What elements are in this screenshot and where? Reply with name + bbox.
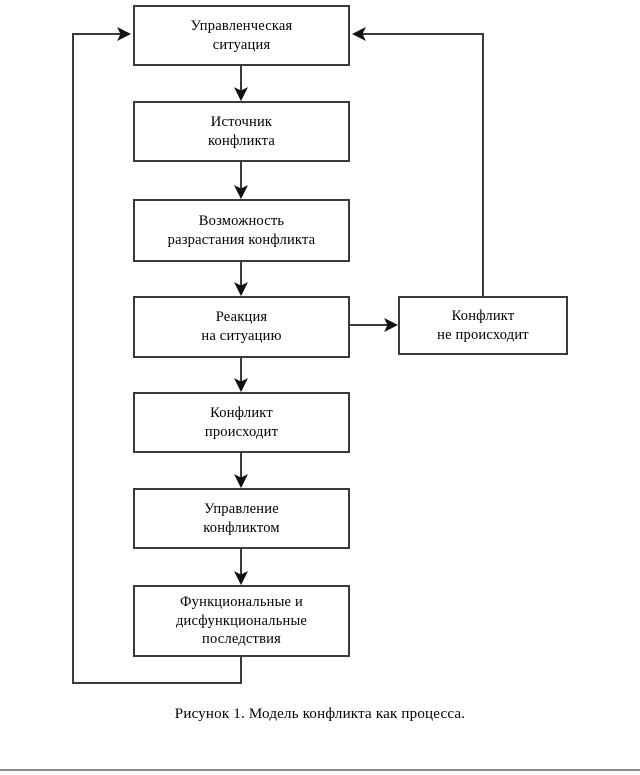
node-konflikt-ne-proishodit[interactable]: Конфликт не происходит — [398, 296, 568, 355]
node-reakciya-na-situaciyu[interactable]: Реакция на ситуацию — [133, 296, 350, 358]
node-upravlenie-konfliktom[interactable]: Управление конфликтом — [133, 488, 350, 549]
edge-n8-n1-feedback — [351, 27, 484, 296]
node-label: Возможность разрастания конфликта — [167, 212, 316, 248]
node-konflikt-proishodit[interactable]: Конфликт происходит — [133, 392, 350, 453]
node-label: Реакция на ситуацию — [201, 309, 282, 344]
node-vozmozhnost-razrastaniya-konflikta[interactable]: Возможность разрастания конфликта — [133, 199, 350, 262]
node-label: Конфликт не происходит — [437, 307, 529, 343]
node-funkcionalnye-i-disfunkcionalnye-posledstviya[interactable]: Функциональные и дисфункциональные после… — [133, 585, 350, 657]
node-label: Управленческая ситуация — [190, 17, 293, 53]
node-label: Источник конфликта — [208, 113, 275, 149]
node-istochnik-konflikta[interactable]: Источник конфликта — [133, 101, 350, 162]
figure-caption: Рисунок 1. Модель конфликта как процесса… — [174, 706, 466, 722]
node-upravlencheskaya-situaciya[interactable]: Управленческая ситуация — [133, 5, 350, 66]
node-label: Управление конфликтом — [203, 500, 280, 536]
node-label: Конфликт происходит — [204, 404, 279, 440]
node-label: Функциональные и дисфункциональные после… — [175, 593, 308, 648]
edge-n7-n1-feedback — [72, 27, 242, 684]
edge-group — [72, 27, 484, 684]
bottom-divider — [0, 769, 640, 771]
